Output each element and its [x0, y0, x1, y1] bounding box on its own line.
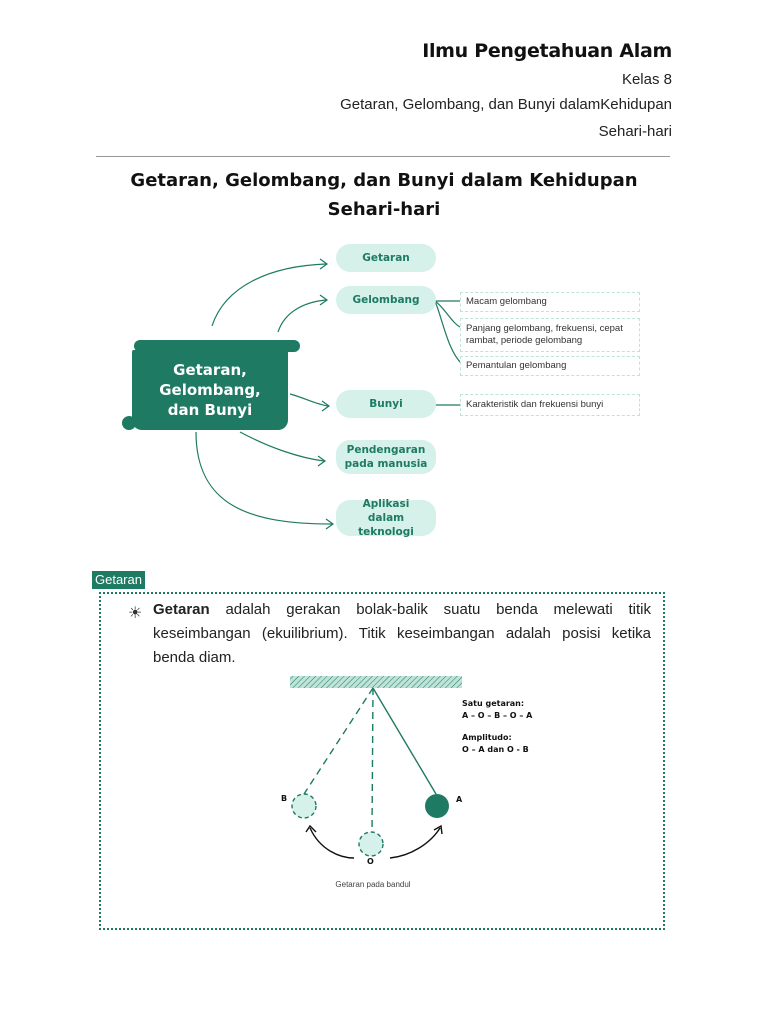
branch-label: Bunyi — [369, 398, 403, 410]
connector-getaran — [211, 263, 327, 327]
note-title-2: Amplitudo: — [462, 733, 512, 742]
branch-label: Gelombang — [352, 294, 420, 306]
pendulum-string-a — [372, 687, 437, 795]
connector-gelombang — [277, 299, 327, 333]
central-topic: Getaran, Gelombang, dan Bunyi — [132, 350, 288, 430]
arrowhead-gelombang — [319, 294, 329, 306]
central-topic-label: Getaran, Gelombang, dan Bunyi — [159, 361, 261, 419]
pendulum-svg — [290, 676, 462, 859]
leaf-label: Panjang gelombang, frekuensi, cepat ramb… — [466, 323, 623, 346]
swing-arrow-right — [389, 827, 441, 859]
mind-map-connectors — [195, 258, 463, 530]
leaf-label: Macam gelombang — [466, 296, 547, 307]
definition-paragraph: Getaran adalah gerakan bolak-balik suatu… — [153, 598, 651, 670]
note-value-2: O – A dan O - B — [462, 745, 529, 754]
arrowhead-getaran — [319, 258, 329, 270]
note-title-1: Satu getaran: — [462, 699, 525, 708]
connector-leaf-3 — [434, 300, 463, 365]
swing-arrow-left — [309, 827, 355, 859]
bob-b — [291, 793, 317, 819]
central-scroll-top — [134, 340, 300, 352]
topic-line-1: Getaran, Gelombang, dan Bunyi dalamKehid… — [340, 96, 672, 113]
branch-getaran: Getaran — [336, 244, 436, 272]
branch-aplikasi: Aplikasi dalam teknologi — [336, 498, 436, 538]
arrowhead-bunyi — [321, 400, 331, 412]
connector-bunyi — [289, 393, 329, 407]
swing-arrowhead-right — [433, 824, 443, 835]
page-title-line-1: Getaran, Gelombang, dan Bunyi dalam Kehi… — [130, 170, 638, 191]
branch-pendengaran: Pendengaran pada manusia — [336, 440, 436, 474]
branch-label: Pendengaran pada manusia — [344, 444, 428, 470]
branch-gelombang: Gelombang — [336, 286, 436, 314]
pendulum-caption: Getaran pada bandul — [335, 880, 411, 889]
page-title: Getaran, Gelombang, dan Bunyi dalam Kehi… — [120, 166, 648, 224]
leaf-karakteristik-bunyi: Karakteristik dan frekuensi bunyi — [460, 394, 640, 416]
connector-pendengaran — [239, 431, 325, 462]
branch-label: Getaran — [362, 252, 410, 264]
branch-label: Aplikasi dalam teknologi — [358, 498, 414, 538]
leaf-panjang-gelombang: Panjang gelombang, frekuensi, cepat ramb… — [460, 318, 640, 352]
label-a: A — [456, 795, 463, 804]
header-divider — [96, 156, 670, 157]
definition-term: Getaran — [153, 601, 210, 618]
topic-line-2: Sehari-hari — [598, 123, 672, 140]
central-scroll-curl — [122, 416, 136, 430]
connector-leaf-2 — [434, 300, 463, 329]
section-label: Getaran — [92, 571, 145, 589]
pendulum-string-b — [303, 687, 374, 795]
pendulum-ceiling — [290, 676, 462, 688]
page-title-line-2: Sehari-hari — [327, 199, 441, 220]
swing-arrowhead-left — [305, 824, 317, 833]
note-value-1: A – O – B – O – A — [462, 711, 533, 720]
leaf-label: Pemantulan gelombang — [466, 360, 567, 371]
subject-title: Ilmu Pengetahuan Alam — [422, 40, 672, 62]
leaf-label: Karakteristik dan frekuensi bunyi — [466, 399, 604, 410]
label-o: O — [367, 857, 374, 866]
pendulum-note: Satu getaran: A – O – B – O – A Amplitud… — [462, 698, 532, 756]
branch-bunyi: Bunyi — [336, 390, 436, 418]
leaf-macam-gelombang: Macam gelombang — [460, 292, 640, 312]
bob-a — [425, 794, 449, 818]
arrowhead-aplikasi — [325, 518, 335, 530]
page-header: Ilmu Pengetahuan Alam Kelas 8 Getaran, G… — [340, 40, 672, 140]
definition-text: adalah gerakan bolak-balik suatu benda m… — [153, 601, 651, 666]
pendulum-diagram: Satu getaran: A – O – B – O – A Amplitud… — [280, 672, 540, 888]
sun-icon: ☀ — [128, 605, 143, 622]
grade-label: Kelas 8 — [621, 71, 672, 88]
mind-map: Getaran, Gelombang, dan Bunyi Getaran Ge… — [100, 236, 660, 546]
pendulum-string-o — [371, 687, 374, 833]
arrowhead-pendengaran — [317, 455, 327, 467]
leaf-pemantulan-gelombang: Pemantulan gelombang — [460, 356, 640, 376]
label-b: B — [281, 794, 288, 803]
connector-aplikasi — [195, 431, 333, 525]
section-box — [99, 592, 665, 930]
bob-o — [358, 831, 384, 857]
